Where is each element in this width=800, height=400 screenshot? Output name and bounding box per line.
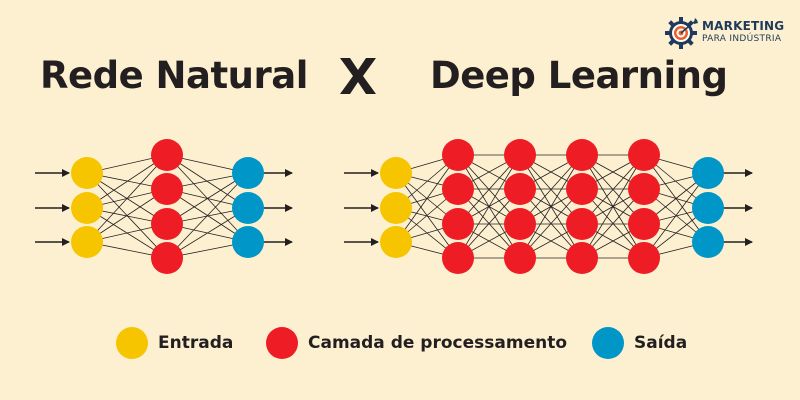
output-node xyxy=(692,192,724,224)
logo-title: MARKETING xyxy=(702,19,785,33)
output-node xyxy=(692,157,724,189)
output-node xyxy=(232,157,264,189)
hidden-node xyxy=(442,208,474,240)
input-node xyxy=(71,192,103,224)
connection-line xyxy=(166,154,249,209)
hidden-node xyxy=(628,173,660,205)
hidden-node xyxy=(504,173,536,205)
legend-item-output: Saída xyxy=(592,326,687,360)
hidden-node xyxy=(504,139,536,171)
output-node xyxy=(232,192,264,224)
natural-network-nodes xyxy=(71,139,264,274)
connection-line xyxy=(86,154,168,243)
connection-line xyxy=(643,172,709,259)
input-node xyxy=(71,226,103,258)
hidden-node xyxy=(442,173,474,205)
hidden-node xyxy=(504,242,536,274)
title-natural-network: Rede Natural xyxy=(40,54,308,97)
hidden-node xyxy=(566,242,598,274)
hidden-node xyxy=(504,208,536,240)
gear-target-icon xyxy=(665,17,698,49)
title-deep-learning: Deep Learning xyxy=(430,54,728,97)
hidden-node xyxy=(151,173,183,205)
versus-x-icon xyxy=(340,58,376,94)
hidden-node xyxy=(151,208,183,240)
hidden-node xyxy=(151,242,183,274)
connection-line xyxy=(519,154,583,259)
deep-network-connections xyxy=(395,154,709,259)
legend-input-label: Entrada xyxy=(158,333,234,353)
input-node xyxy=(71,157,103,189)
legend-item-hidden: Camada de processamento xyxy=(266,326,567,360)
output-node xyxy=(692,226,724,258)
connection-line xyxy=(166,172,249,259)
hidden-node xyxy=(628,208,660,240)
natural-network-diagram xyxy=(35,139,293,274)
legend-output-label: Saída xyxy=(634,333,688,353)
input-node xyxy=(380,226,412,258)
hidden-node xyxy=(151,139,183,171)
hidden-node xyxy=(628,139,660,171)
legend-hidden-swatch xyxy=(266,327,298,359)
input-node xyxy=(380,192,412,224)
connection-line xyxy=(581,154,645,259)
hidden-node xyxy=(566,139,598,171)
logo-subtitle: PARA INDÚSTRIA xyxy=(702,34,782,44)
legend-item-input: Entrada xyxy=(116,326,233,360)
brand-logo[interactable]: MARKETING PARA INDÚSTRIA xyxy=(664,14,794,54)
legend-hidden-label: Camada de processamento xyxy=(308,333,568,353)
hidden-node xyxy=(566,208,598,240)
deep-network-nodes xyxy=(380,139,724,274)
hidden-node xyxy=(442,242,474,274)
legend-input-swatch xyxy=(116,327,148,359)
legend-output-swatch xyxy=(592,327,624,359)
connection-line xyxy=(457,154,521,259)
output-node xyxy=(232,226,264,258)
hidden-node xyxy=(442,139,474,171)
hidden-node xyxy=(628,242,660,274)
connection-line xyxy=(395,154,459,243)
deep-learning-network-diagram xyxy=(344,139,753,274)
input-node xyxy=(380,157,412,189)
hidden-node xyxy=(566,173,598,205)
